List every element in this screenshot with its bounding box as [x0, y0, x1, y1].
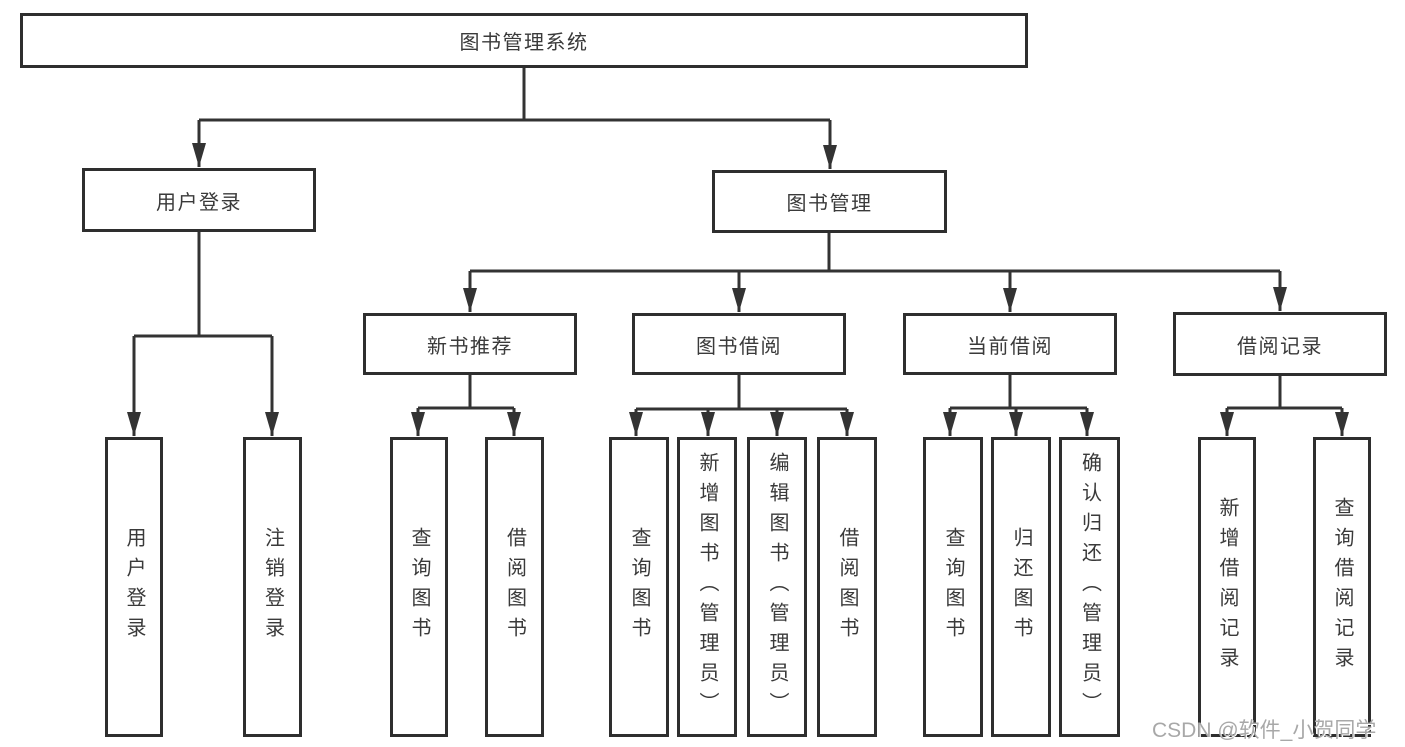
leaf-add-book-admin: 新增图书（管理员）	[677, 437, 737, 737]
leaf-query-book-borrow-label: 查询图书	[628, 527, 650, 647]
leaf-borrow-book-borrow-label: 借阅图书	[836, 527, 858, 647]
leaf-query-book-borrow: 查询图书	[609, 437, 669, 737]
node-user-login-label: 用户登录	[156, 191, 242, 214]
node-current-borrow: 当前借阅	[903, 313, 1117, 375]
leaf-borrow-book-newbook: 借阅图书	[485, 437, 544, 737]
leaf-return-book: 归还图书	[991, 437, 1051, 737]
leaf-query-borrow-record: 查询借阅记录	[1313, 437, 1371, 737]
node-new-book-recommend-label: 新书推荐	[427, 335, 513, 358]
node-book-borrow: 图书借阅	[632, 313, 846, 375]
node-root: 图书管理系统	[20, 13, 1028, 68]
node-current-borrow-label: 当前借阅	[967, 335, 1053, 358]
leaf-user-login: 用户登录	[105, 437, 163, 737]
leaf-return-book-label: 归还图书	[1010, 527, 1032, 647]
node-borrow-records: 借阅记录	[1173, 312, 1387, 376]
leaf-confirm-return-admin: 确认归还（管理员）	[1059, 437, 1120, 737]
leaf-query-book-newbook-label: 查询图书	[408, 527, 430, 647]
leaf-query-borrow-record-label: 查询借阅记录	[1331, 497, 1353, 677]
leaf-confirm-return-admin-label: 确认归还（管理员）	[1078, 452, 1101, 722]
leaf-edit-book-admin-label: 编辑图书（管理员）	[766, 452, 788, 722]
node-borrow-records-label: 借阅记录	[1237, 335, 1323, 358]
leaf-add-borrow-record-label: 新增借阅记录	[1216, 497, 1238, 677]
node-book-management: 图书管理	[712, 170, 947, 233]
leaf-logout: 注销登录	[243, 437, 302, 737]
leaf-query-book-current-label: 查询图书	[942, 527, 964, 647]
leaf-add-book-admin-label: 新增图书（管理员）	[696, 452, 718, 722]
leaf-borrow-book-borrow: 借阅图书	[817, 437, 877, 737]
node-book-management-label: 图书管理	[786, 193, 873, 215]
node-new-book-recommend: 新书推荐	[363, 313, 577, 375]
leaf-logout-label: 注销登录	[261, 527, 284, 647]
node-user-login: 用户登录	[82, 168, 316, 232]
leaf-add-borrow-record: 新增借阅记录	[1198, 437, 1256, 737]
leaf-query-book-newbook: 查询图书	[390, 437, 448, 737]
leaf-query-book-current: 查询图书	[923, 437, 983, 737]
leaf-borrow-book-newbook-label: 借阅图书	[503, 527, 526, 647]
csdn-watermark: CSDN @软件_小贺同学	[1152, 719, 1377, 742]
node-root-label: 图书管理系统	[459, 32, 589, 54]
leaf-user-login-label: 用户登录	[123, 527, 145, 647]
leaf-edit-book-admin: 编辑图书（管理员）	[747, 437, 807, 737]
node-book-borrow-label: 图书借阅	[696, 335, 782, 358]
